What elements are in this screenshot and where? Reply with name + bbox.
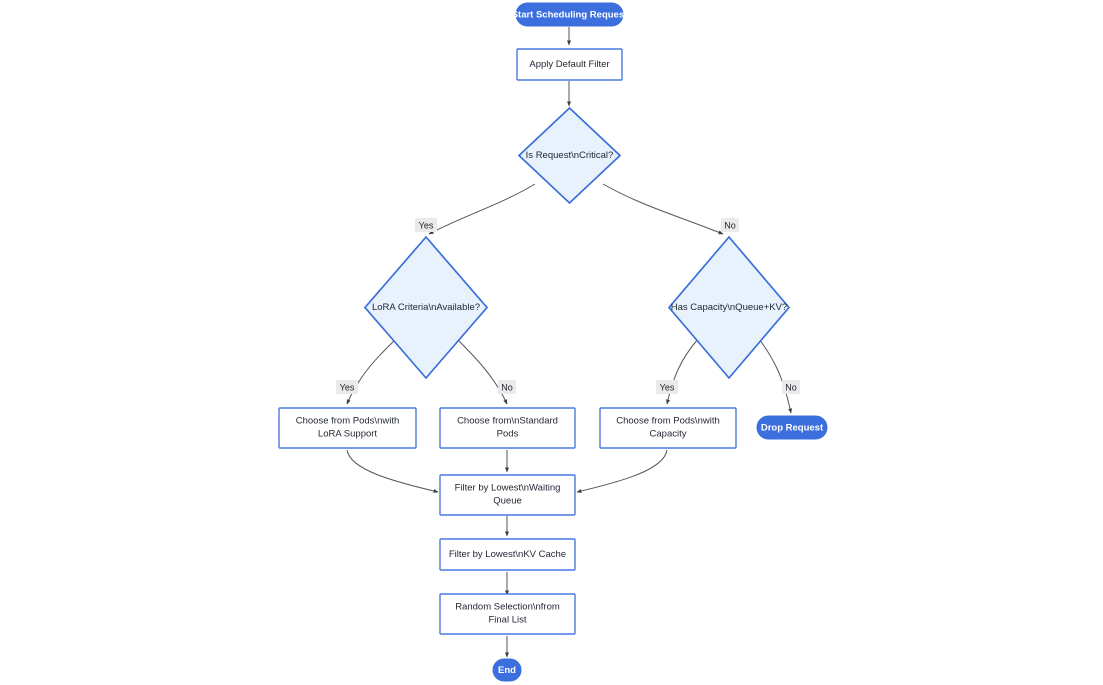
edge-capacity-no-to-drop-request — [758, 338, 793, 414]
edge-label-capacity-yes: Yes — [656, 380, 678, 394]
node-has-capacity-queue-kv[interactable]: Has Capacity\nQueue+KV? — [667, 235, 791, 380]
node-lora-criteria-available[interactable]: LoRA Criteria\nAvailable? — [363, 235, 489, 380]
edge-label-lora-no: No — [498, 380, 516, 394]
node-drop-request[interactable]: Drop Request — [756, 415, 828, 440]
node-start-shape[interactable] — [515, 2, 624, 27]
edge-label-critical-yes-text: Yes — [419, 220, 434, 230]
node-filter-waiting-queue[interactable]: Filter by Lowest\nWaiting Queue — [439, 474, 576, 516]
node-random-selection-label-line1: Random Selection\nfrom — [455, 602, 560, 613]
edge-choose-pods-lora-to-filter-waiting-queue — [346, 449, 439, 493]
edge-label-capacity-yes-text: Yes — [660, 382, 675, 392]
node-drop-request-label: Drop Request — [761, 423, 824, 434]
node-end-shape[interactable] — [492, 658, 522, 682]
node-choose-pods-lora-label-line2: LoRA Support — [318, 429, 378, 440]
edge-lora-no-to-choose-standard-pods — [456, 338, 508, 405]
node-choose-pods-lora[interactable]: Choose from Pods\nwith LoRA Support — [278, 407, 417, 449]
edge-choose-pods-capacity-to-filter-waiting-queue — [576, 449, 668, 493]
node-apply-default-filter[interactable]: Apply Default Filter — [516, 48, 623, 81]
node-random-selection-label-line2: Final List — [488, 615, 526, 626]
node-has-capacity-queue-kv-shape[interactable] — [667, 235, 791, 380]
edge-capacity-yes-to-choose-pods-capacity — [666, 338, 699, 405]
node-filter-kv-cache-label: Filter by Lowest\nKV Cache — [449, 549, 566, 560]
node-choose-pods-capacity-label-line2: Capacity — [650, 429, 687, 440]
edge-label-critical-yes: Yes — [415, 218, 437, 232]
node-choose-standard-pods[interactable]: Choose from\nStandard Pods — [439, 407, 576, 449]
node-end-label: End — [498, 665, 516, 676]
node-choose-pods-capacity-label-line1: Choose from Pods\nwith — [616, 416, 720, 427]
node-apply-default-filter-label: Apply Default Filter — [529, 59, 609, 70]
edge-label-capacity-no-text: No — [785, 382, 797, 392]
node-lora-criteria-available-label: LoRA Criteria\nAvailable? — [372, 302, 480, 313]
nodes-layer: Start Scheduling Request Apply Default F… — [278, 2, 828, 682]
edge-labels-layer: Yes No Yes No Yes No — [336, 218, 800, 394]
node-filter-waiting-queue-label-line1: Filter by Lowest\nWaiting — [455, 483, 561, 494]
node-choose-standard-pods-shape[interactable] — [439, 407, 576, 449]
node-is-request-critical[interactable]: Is Request\nCritical? — [517, 106, 622, 205]
node-lora-criteria-available-shape[interactable] — [363, 235, 489, 380]
edge-is-critical-yes-to-lora-criteria — [428, 183, 536, 235]
node-filter-waiting-queue-label-line2: Queue — [493, 496, 522, 507]
edge-label-lora-no-text: No — [501, 382, 513, 392]
node-is-request-critical-label: Is Request\nCritical? — [526, 150, 614, 161]
node-choose-pods-capacity[interactable]: Choose from Pods\nwith Capacity — [599, 407, 737, 449]
node-apply-default-filter-shape[interactable] — [516, 48, 623, 81]
node-random-selection[interactable]: Random Selection\nfrom Final List — [439, 593, 576, 635]
node-start[interactable]: Start Scheduling Request — [512, 2, 628, 27]
node-drop-request-shape[interactable] — [756, 415, 828, 440]
edge-label-lora-yes: Yes — [336, 380, 358, 394]
node-filter-waiting-queue-shape[interactable] — [439, 474, 576, 516]
edge-label-capacity-no: No — [782, 380, 800, 394]
node-start-label: Start Scheduling Request — [512, 10, 628, 21]
edges-layer — [346, 27, 793, 658]
edge-is-critical-no-to-has-capacity — [602, 183, 724, 235]
node-end[interactable]: End — [492, 658, 522, 682]
edge-label-lora-yes-text: Yes — [340, 382, 355, 392]
node-choose-pods-capacity-shape[interactable] — [599, 407, 737, 449]
edge-label-critical-no: No — [721, 218, 739, 232]
node-has-capacity-queue-kv-label: Has Capacity\nQueue+KV? — [671, 302, 787, 313]
node-is-request-critical-shape[interactable] — [517, 106, 622, 205]
node-filter-kv-cache[interactable]: Filter by Lowest\nKV Cache — [439, 538, 576, 571]
node-choose-standard-pods-label-line2: Pods — [497, 429, 519, 440]
node-choose-pods-lora-shape[interactable] — [278, 407, 417, 449]
node-choose-standard-pods-label-line1: Choose from\nStandard — [457, 416, 558, 427]
edge-label-critical-no-text: No — [724, 220, 736, 230]
node-choose-pods-lora-label-line1: Choose from Pods\nwith — [296, 416, 400, 427]
edge-lora-yes-to-choose-pods-lora — [346, 338, 397, 405]
node-filter-kv-cache-shape[interactable] — [439, 538, 576, 571]
node-random-selection-shape[interactable] — [439, 593, 576, 635]
